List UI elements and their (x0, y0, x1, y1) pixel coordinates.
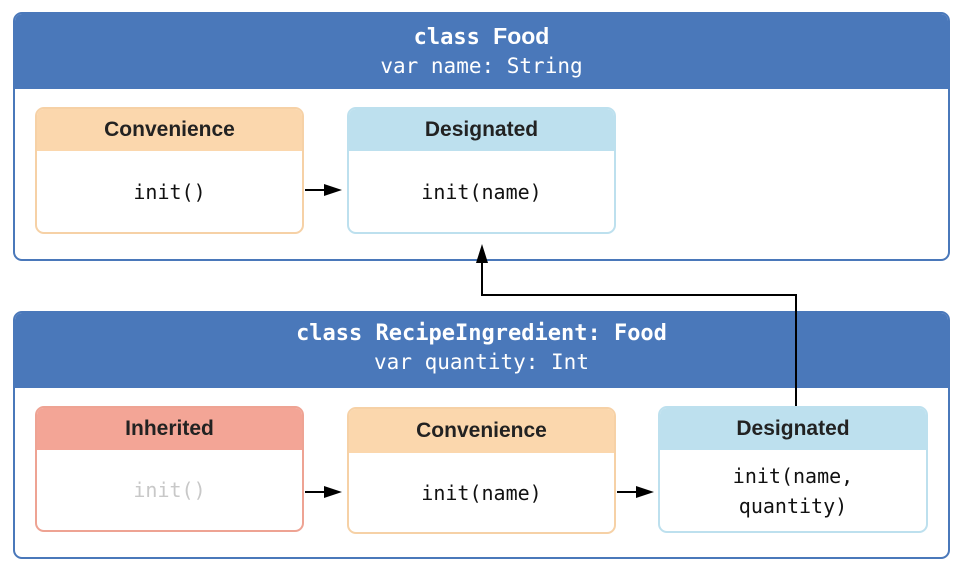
arrow-food-convenience-to-designated (305, 184, 342, 196)
food-convenience-header: Convenience (37, 109, 302, 151)
recipe-convenience-box: Convenience init(name) (347, 407, 616, 534)
recipe-designated-init: init(name, quantity) (732, 463, 854, 518)
recipe-convenience-header: Convenience (349, 409, 614, 453)
food-class-title: class Food (15, 22, 948, 52)
recipe-property: var quantity: Int (374, 350, 589, 374)
arrow-delegate-up-to-superclass (476, 244, 797, 406)
food-designated-header: Designated (349, 109, 614, 151)
food-convenience-box: Convenience init() (35, 107, 304, 234)
recipe-class-declaration: class RecipeIngredient: Food (296, 321, 667, 346)
food-convenience-init: init() (133, 179, 206, 204)
recipe-designated-box: Designated init(name, quantity) (658, 406, 928, 533)
food-property: var name: String (380, 54, 583, 78)
recipe-convenience-init: init(name) (421, 480, 542, 505)
recipe-designated-header: Designated (660, 408, 926, 450)
food-class-header: class Food var name: String (15, 14, 948, 89)
food-designated-box: Designated init(name) (347, 107, 616, 234)
food-class-keyword: class (413, 25, 480, 50)
food-designated-init: init(name) (421, 179, 542, 204)
recipe-inherited-header: Inherited (37, 408, 302, 450)
arrow-recipe-convenience-to-designated (617, 486, 654, 498)
arrow-recipe-inherited-to-convenience (305, 486, 342, 498)
recipe-inherited-box: Inherited init() (35, 406, 304, 532)
food-class-name: Food (493, 23, 550, 49)
recipe-inherited-init: init() (133, 478, 206, 502)
recipe-class-header: class RecipeIngredient: Food var quantit… (15, 313, 948, 388)
